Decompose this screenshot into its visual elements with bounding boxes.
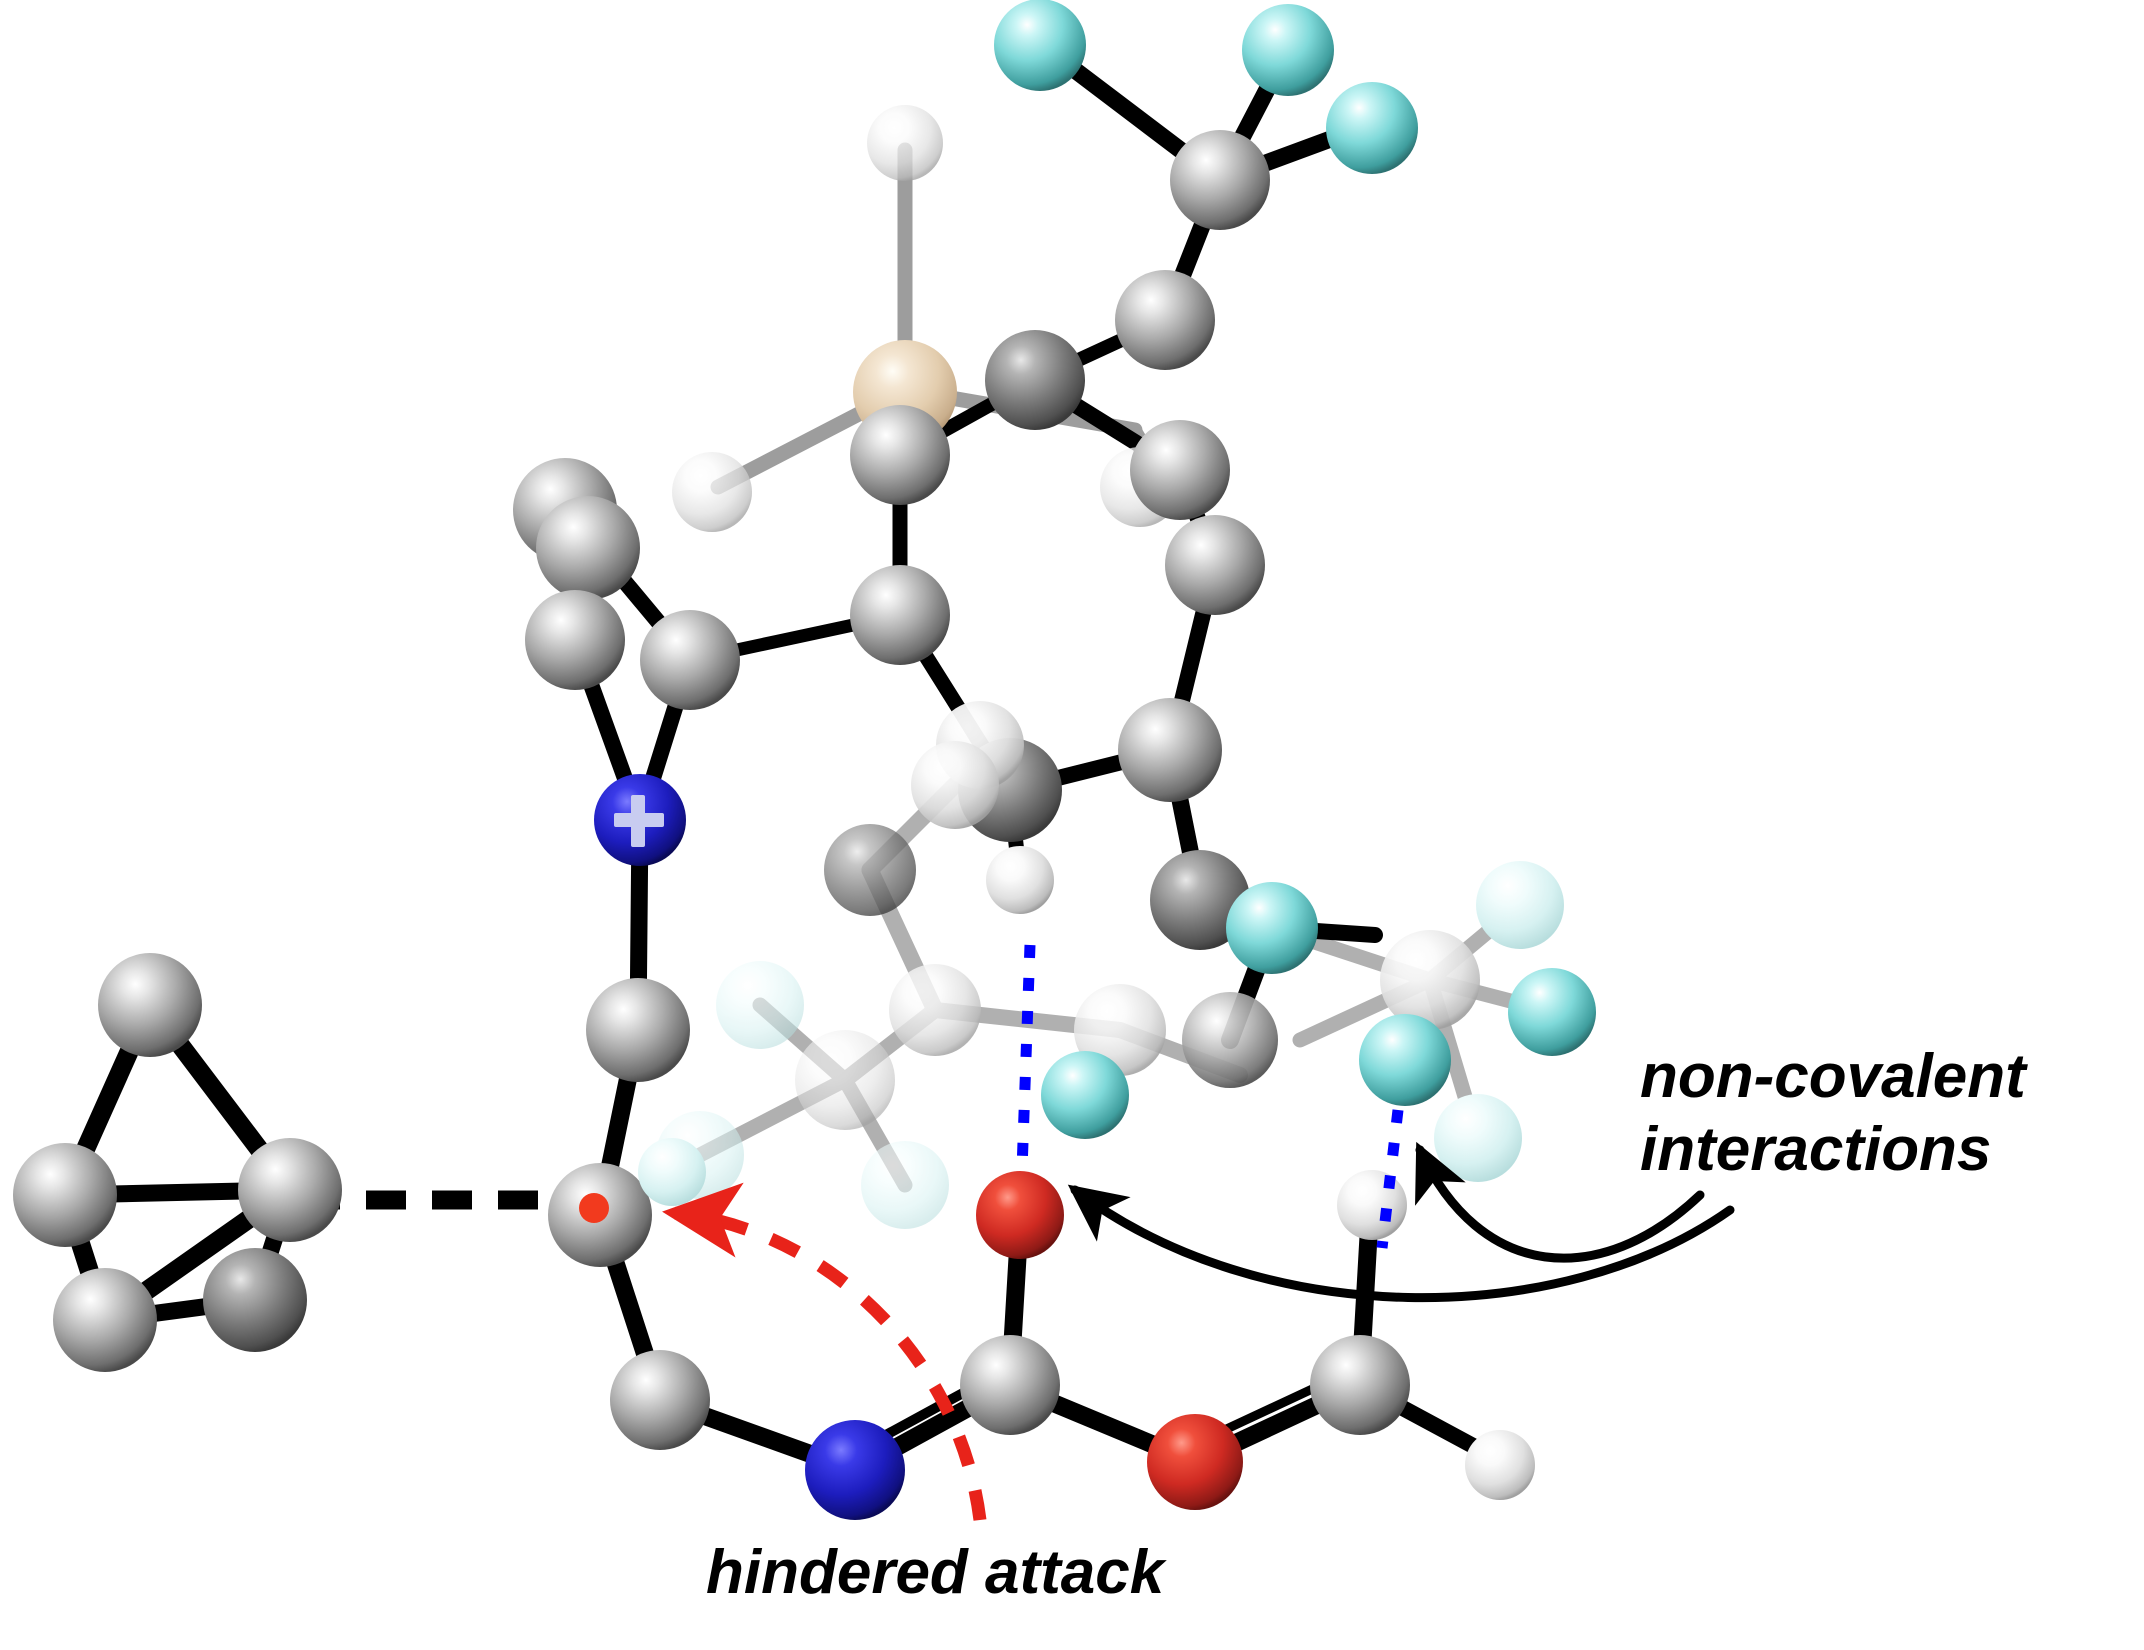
bicyclobutane-carbon <box>13 1143 117 1247</box>
backbone-carbon <box>586 978 690 1082</box>
fluorine-atom <box>716 961 804 1049</box>
bicyclobutane-carbon <box>98 953 202 1057</box>
core-carbon <box>985 330 1085 430</box>
bicyclobutane-carbon <box>238 1138 342 1242</box>
core-carbon <box>1115 270 1215 370</box>
core-carbon <box>1130 420 1230 520</box>
ester-carbon <box>960 1335 1060 1435</box>
fluorine-atom <box>861 1141 949 1229</box>
oxygen-atom-carbonyl <box>976 1171 1064 1259</box>
core-carbon <box>850 565 950 665</box>
callout-arrow-left <box>1067 1184 1735 1303</box>
noncovalent-dotted-lines <box>1016 944 1404 1249</box>
noncovalent-callout-arrows <box>1067 1141 1735 1303</box>
hydrogen-atom <box>1465 1430 1535 1500</box>
hydrogen-atom <box>1337 1170 1407 1240</box>
interaction-f-to-o <box>1016 944 1036 1171</box>
core-carbon <box>824 824 916 916</box>
fluorine-atom <box>1359 1014 1451 1106</box>
reactive-site-dot <box>579 1193 609 1223</box>
fluorine-atom <box>1326 82 1418 174</box>
interaction-f-to-h <box>1376 1109 1404 1249</box>
fluorine-atom <box>994 0 1086 91</box>
bicyclobutane-group <box>13 953 342 1372</box>
fluorine-atom <box>1476 861 1564 949</box>
vinyl-carbon <box>1310 1335 1410 1435</box>
core-carbon <box>1165 515 1265 615</box>
core-carbon <box>911 741 999 829</box>
bicyclobutane-carbon <box>203 1248 307 1352</box>
fluorine-atom <box>1242 4 1334 96</box>
core-carbon <box>1182 992 1278 1088</box>
carbon-atom <box>795 1030 895 1130</box>
fluorine-atom <box>1508 968 1596 1056</box>
hydrogen-atom <box>638 1138 706 1206</box>
fluorine-atom <box>1226 882 1318 974</box>
non-covalent-interactions-label: non-covalent interactions <box>1640 1042 2026 1185</box>
fluorine-atom <box>1434 1094 1522 1182</box>
cf3-faded-left <box>656 961 949 1229</box>
ring-carbon <box>640 610 740 710</box>
bicyclobutane-carbon <box>53 1268 157 1372</box>
ring-carbon <box>525 590 625 690</box>
core-carbon <box>850 405 950 505</box>
hydrogen-atom <box>986 846 1054 914</box>
ring-carbon <box>536 496 640 600</box>
core-carbon <box>1118 698 1222 802</box>
fluorine-atom <box>1041 1051 1129 1139</box>
hindered-attack-label: hindered attack <box>706 1538 1165 1607</box>
core-carbon <box>1150 850 1250 950</box>
backbone-carbon <box>610 1350 710 1450</box>
carbon-atom-cf3-top <box>1170 130 1270 230</box>
carbon-atom-cf3-right <box>1380 930 1480 1030</box>
nitrogen-cation-plus <box>614 795 664 847</box>
oxygen-atom-ester <box>1147 1414 1243 1510</box>
core-carbon <box>889 964 981 1056</box>
callout-arrow-right <box>1415 1141 1705 1263</box>
nitrogen-atom <box>805 1420 905 1520</box>
hindered-attack-arrow[interactable] <box>662 1182 987 1521</box>
